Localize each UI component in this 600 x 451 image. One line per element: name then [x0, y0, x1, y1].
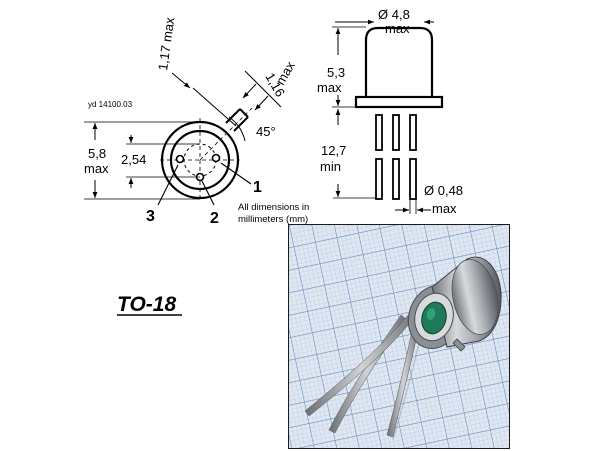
photo-lead-3	[304, 308, 419, 417]
units-note-line2: millimeters (mm)	[238, 214, 308, 225]
pin-1-label: 1	[253, 179, 262, 196]
units-note-line1: All dimensions in	[238, 202, 309, 213]
bottom-view	[84, 70, 282, 206]
dim-lead-length-unit: min	[320, 159, 341, 174]
photo-lead-1	[386, 316, 421, 438]
dim-lead-diameter-unit: max	[432, 201, 457, 216]
dim-height-unit: max	[317, 80, 342, 95]
dim-tab-angle: 45°	[256, 124, 276, 139]
photo-tab	[452, 338, 466, 352]
side-view-labels: Ø 4,8 max 5,3 max 12,7 min Ø 0,48 max Al…	[238, 7, 463, 225]
pin-3-label: 3	[146, 208, 155, 225]
dim-height-value: 5,3	[327, 65, 345, 80]
dim-lead-diameter-value: Ø 0,48	[424, 183, 463, 198]
transistor-photo	[288, 224, 510, 449]
pin-2-label: 2	[210, 210, 219, 227]
dim-diameter-value: Ø 4,8	[378, 7, 410, 22]
dim-body-value: 5,8	[88, 146, 106, 161]
package-name: TO-18	[117, 293, 176, 316]
dim-tab-width: 1,17 max	[155, 16, 177, 72]
dim-body-unit: max	[84, 161, 109, 176]
photo-chip-seal	[421, 301, 447, 335]
dim-tab-length-unit: max	[273, 58, 299, 87]
side-view	[332, 19, 444, 214]
pin-3-hole	[175, 154, 185, 164]
dim-lead-length-value: 12,7	[321, 143, 346, 158]
pin-1-hole	[211, 153, 221, 163]
dim-diameter-unit: max	[385, 21, 410, 36]
flange-side	[354, 95, 444, 109]
drawing-id: yd 14100.03	[88, 100, 133, 109]
can-outline	[364, 26, 434, 97]
dim-pin-circle: 2,54	[121, 152, 146, 167]
bottom-view-labels: yd 14100.03 1,17 max 1,16 max 45° 5,8 ma…	[84, 16, 298, 227]
